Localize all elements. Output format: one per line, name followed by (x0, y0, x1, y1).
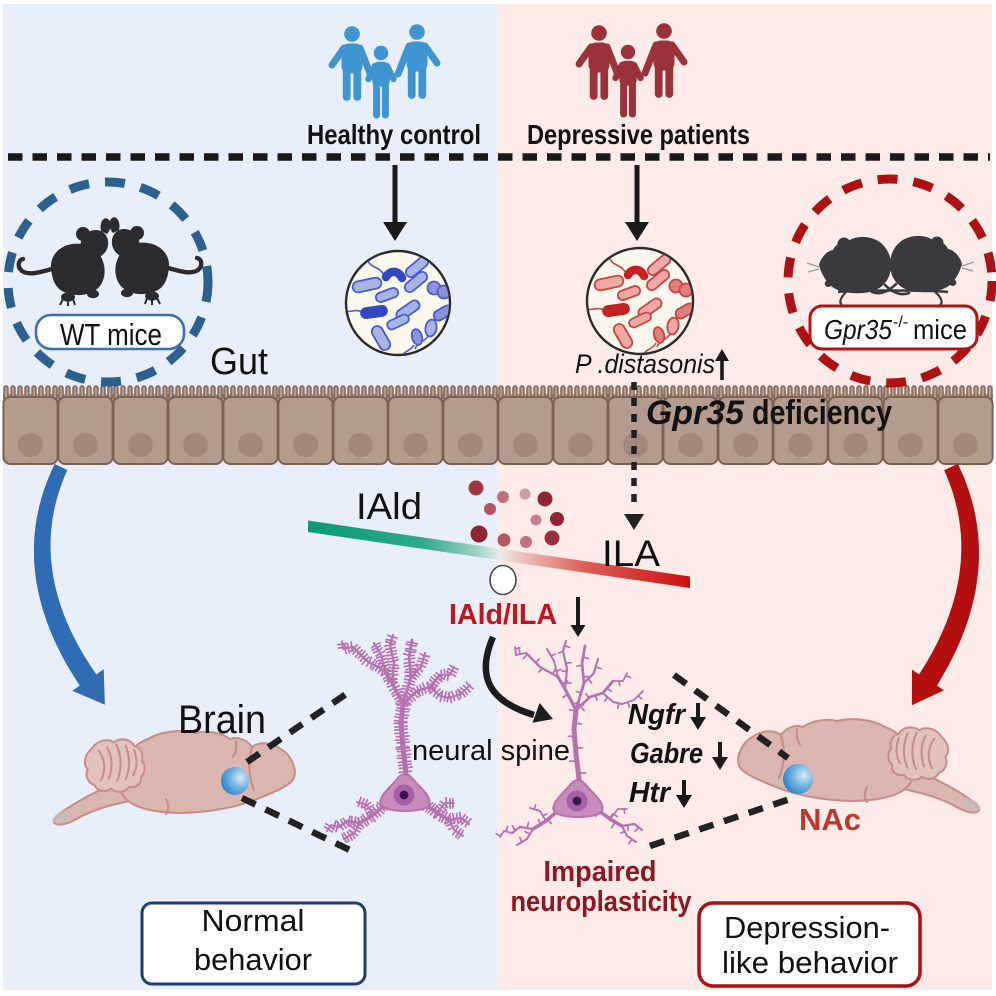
svg-text:IAld: IAld (356, 486, 422, 527)
svg-text:Gpr35: Gpr35 (824, 314, 892, 345)
svg-text:-/-: -/- (893, 314, 908, 331)
svg-text:Depressive patients: Depressive patients (527, 119, 750, 150)
svg-text:like behavior: like behavior (722, 945, 898, 980)
svg-text:behavior: behavior (194, 942, 312, 977)
svg-text:deficiency: deficiency (752, 394, 892, 432)
svg-text:neural spine: neural spine (412, 735, 570, 767)
svg-text:Gut: Gut (210, 341, 268, 383)
svg-text:Gabre: Gabre (630, 738, 703, 770)
svg-text:mice: mice (913, 314, 967, 345)
svg-text:Normal: Normal (202, 903, 305, 938)
svg-text:Healthy control: Healthy control (307, 119, 481, 150)
svg-text:Brain: Brain (178, 698, 266, 742)
svg-text:Htr: Htr (629, 777, 672, 809)
svg-text:Impaired: Impaired (544, 856, 657, 888)
svg-text:neuroplasticity: neuroplasticity (511, 886, 692, 918)
svg-text:P .distasonis: P .distasonis (575, 349, 715, 379)
svg-text:IAld/ILA: IAld/ILA (449, 599, 557, 631)
svg-text:Ngfr: Ngfr (628, 699, 687, 731)
svg-text:NAc: NAc (799, 802, 861, 837)
svg-text:ILA: ILA (602, 533, 660, 574)
svg-text:Depression-: Depression- (724, 910, 890, 945)
svg-text:Gpr35: Gpr35 (646, 394, 745, 432)
svg-text:WT mice: WT mice (60, 317, 162, 352)
